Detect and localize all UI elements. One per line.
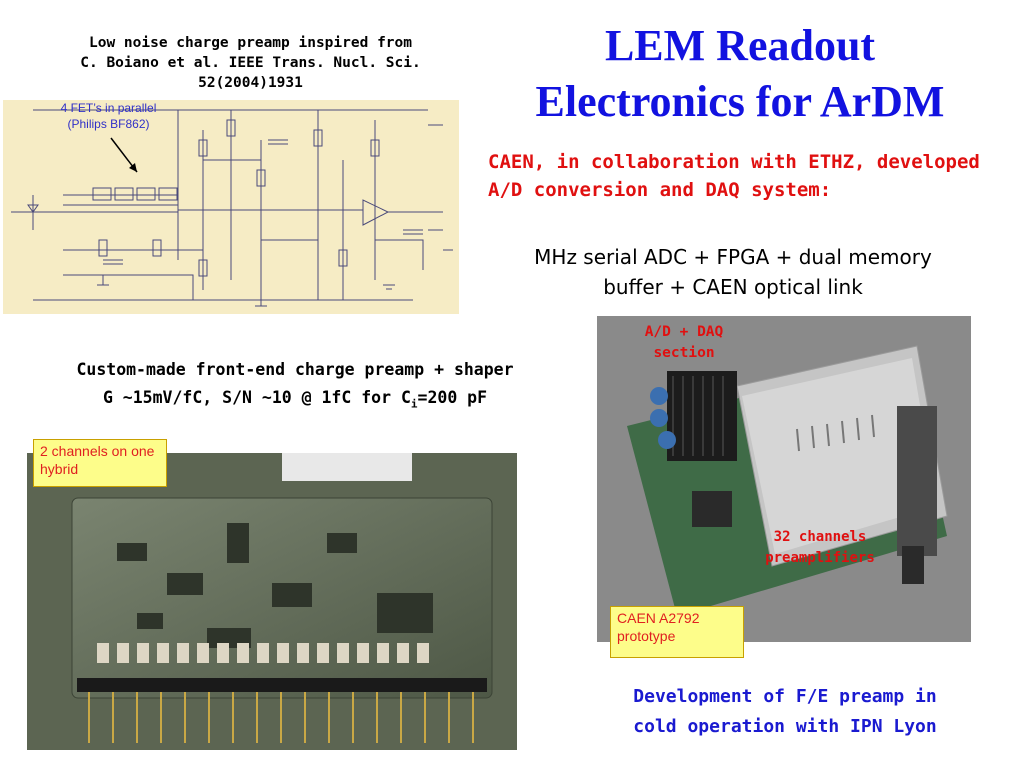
frontend-line-2-sub: i	[410, 397, 418, 411]
development-note: Development of F/E preamp in cold operat…	[585, 682, 985, 742]
caen-board-drawing	[597, 316, 971, 642]
caen-system-description: MHz serial ADC + FPGA + dual memory buff…	[488, 242, 978, 302]
title-line-2: Electronics for ArDM	[535, 77, 945, 126]
slide-title: LEM Readout Electronics for ArDM	[470, 18, 1010, 130]
preamplifiers-line-1: 32 channels	[773, 529, 867, 545]
frontend-line-2: G ~15mV/fC, S/N ~10 @ 1fC for Ci=200 pF	[10, 384, 580, 418]
preamplifiers-line-2: preamplifiers	[765, 550, 875, 566]
ad-daq-section-label: A/D + DAQ section	[606, 322, 762, 364]
frontend-line-2-post: =200 pF	[417, 388, 488, 407]
caen-description-line-1: MHz serial ADC + FPGA + dual memory	[534, 245, 932, 269]
ad-daq-line-1: A/D + DAQ	[644, 324, 724, 340]
schematic-caption-line-1: Low noise charge preamp inspired from	[88, 35, 412, 51]
title-line-1: LEM Readout	[604, 21, 876, 70]
hybrid-board-photo	[27, 453, 517, 750]
development-line-2: cold operation with IPN Lyon	[633, 716, 937, 737]
development-line-1: Development of F/E preamp in	[633, 686, 937, 707]
schematic-caption: Low noise charge preamp inspired from C.…	[38, 33, 463, 93]
ad-daq-line-2: section	[653, 345, 715, 361]
fet-label-line-1: 4 FET’s in parallel	[60, 101, 157, 115]
hybrid-board-drawing	[27, 453, 517, 750]
preamp-schematic-image	[3, 100, 459, 314]
fet-label-line-2: (Philips BF862)	[67, 117, 150, 131]
frontend-line-2-pre: G ~15mV/fC, S/N ~10 @ 1fC for C	[102, 388, 411, 407]
preamplifiers-label: 32 channels preamplifiers	[748, 527, 892, 569]
caen-description-line-2: buffer + CAEN optical link	[603, 275, 863, 299]
schematic-caption-line-2: C. Boiano et al. IEEE Trans. Nucl. Sci.	[80, 55, 421, 71]
hybrid-callout-label: 2 channels on one hybrid	[33, 439, 167, 487]
a2792-line-2: prototype	[617, 628, 676, 644]
caen-collaboration-text: CAEN, in collaboration with ETHZ, develo…	[488, 151, 980, 201]
fet-label: 4 FET’s in parallel (Philips BF862)	[46, 100, 171, 132]
caen-board-photo	[597, 316, 971, 642]
schematic-drawing	[11, 109, 453, 307]
frontend-line-1: Custom-made front-end charge preamp + sh…	[76, 360, 514, 379]
schematic-caption-line-3: 52(2004)1931	[198, 75, 303, 91]
a2792-line-1: CAEN A2792	[617, 610, 700, 626]
frontend-description: Custom-made front-end charge preamp + sh…	[10, 356, 580, 418]
caen-a2792-callout-label: CAEN A2792 prototype	[610, 606, 744, 658]
